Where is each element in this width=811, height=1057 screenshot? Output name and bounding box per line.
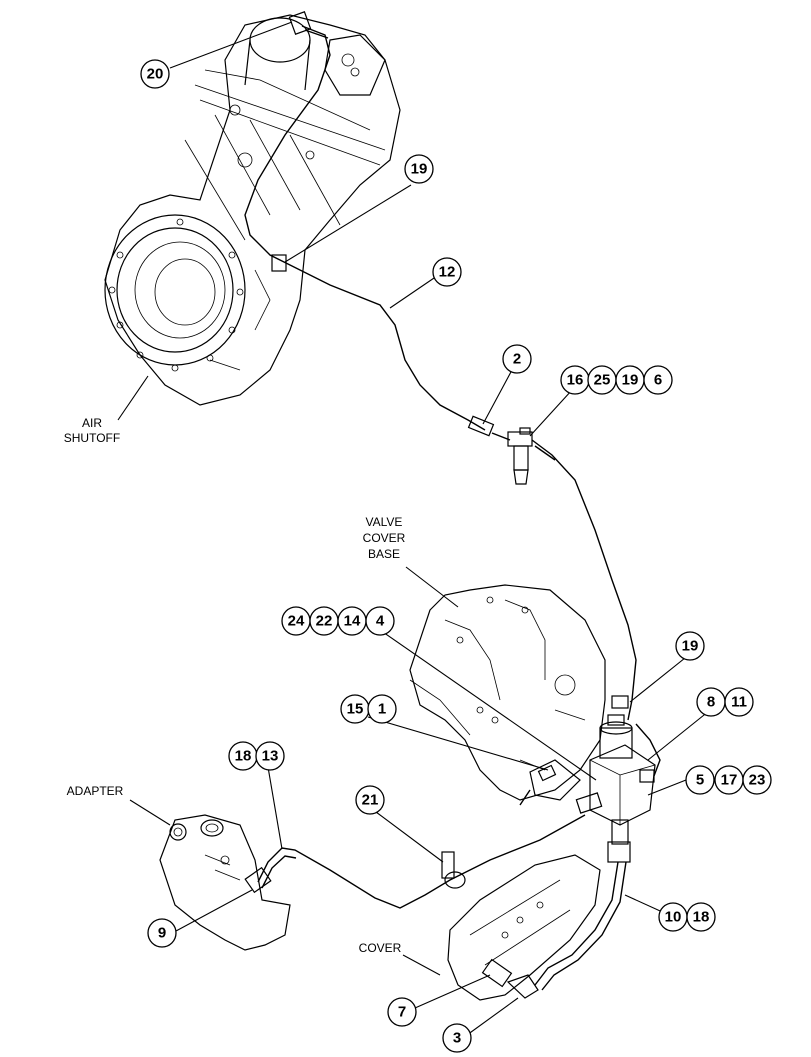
svg-text:25: 25 (594, 372, 611, 389)
svg-text:24: 24 (288, 613, 305, 630)
callout-14: 14 (337, 606, 367, 636)
svg-text:2: 2 (513, 351, 521, 368)
manifold-block (575, 714, 661, 863)
leader-lines (117, 21, 710, 1036)
svg-text:5: 5 (696, 772, 704, 789)
callout-10: 10 (658, 902, 688, 932)
callout-4: 4 (365, 606, 395, 636)
label-cover: COVER (359, 941, 402, 955)
svg-text:17: 17 (721, 772, 738, 789)
callout-19-top: 19 (404, 154, 434, 184)
label-adapter: ADAPTER (67, 784, 124, 798)
fitting-15-1 (519, 759, 581, 806)
valve-cover-base (409, 584, 606, 801)
tube-12 (244, 25, 486, 431)
callout-1: 1 (367, 694, 397, 724)
svg-text:11: 11 (731, 694, 747, 711)
svg-text:23: 23 (749, 772, 766, 789)
svg-text:20: 20 (147, 66, 164, 83)
callout-8: 8 (696, 687, 726, 717)
callout-17: 17 (714, 765, 744, 795)
clamp-21 (441, 851, 466, 889)
svg-text:22: 22 (316, 613, 333, 630)
svg-text:19: 19 (411, 161, 428, 178)
label-air-shutoff-line1: AIR (82, 416, 102, 430)
svg-text:21: 21 (362, 792, 379, 809)
svg-text:10: 10 (665, 909, 682, 926)
svg-text:1: 1 (378, 701, 386, 718)
tube-valve-to-manifold (531, 439, 637, 721)
callout-12: 12 (432, 257, 462, 287)
label-air-shutoff-line2: SHUTOFF (64, 431, 120, 445)
callout-21: 21 (355, 785, 385, 815)
air-shutoff-housing (104, 11, 401, 406)
component-labels: AIR SHUTOFF VALVE COVER BASE ADAPTER COV… (64, 416, 406, 955)
callout-3: 3 (442, 1023, 472, 1053)
tube-10-18 (534, 861, 627, 991)
svg-text:12: 12 (439, 264, 456, 281)
callout-23: 23 (742, 765, 772, 795)
callout-19-lower: 19 (675, 631, 705, 661)
svg-text:9: 9 (158, 925, 166, 942)
callout-2: 2 (502, 344, 532, 374)
svg-text:13: 13 (262, 748, 279, 765)
svg-text:18: 18 (235, 748, 252, 765)
fitting-2 (467, 415, 511, 441)
callouts: 20 19 12 2 16 25 19 6 (140, 59, 772, 1053)
callout-20: 20 (140, 59, 170, 89)
callout-6: 6 (643, 365, 673, 395)
label-valve-cover-line3: BASE (368, 547, 400, 561)
label-valve-cover-line2: COVER (363, 531, 406, 545)
callout-13: 13 (255, 741, 285, 771)
svg-text:19: 19 (622, 372, 639, 389)
svg-text:7: 7 (398, 1004, 406, 1021)
callout-18-lower: 18 (686, 902, 716, 932)
callout-7: 7 (387, 997, 417, 1027)
callout-9: 9 (147, 918, 177, 948)
adapter-body (159, 814, 291, 951)
svg-text:3: 3 (453, 1030, 461, 1047)
clamp-19-lower (611, 695, 629, 709)
callout-24: 24 (281, 606, 311, 636)
callout-11: 11 (724, 687, 754, 717)
svg-text:4: 4 (376, 613, 385, 630)
callout-18-upper: 18 (228, 741, 258, 771)
svg-text:14: 14 (344, 613, 361, 630)
callout-15: 15 (340, 694, 370, 724)
svg-text:18: 18 (693, 909, 710, 926)
callout-19-mid: 19 (615, 365, 645, 395)
callout-22: 22 (309, 606, 339, 636)
svg-text:6: 6 (654, 372, 662, 389)
label-valve-cover-line1: VALVE (366, 515, 403, 529)
svg-text:16: 16 (567, 372, 584, 389)
callout-25: 25 (587, 365, 617, 395)
callout-5: 5 (685, 765, 715, 795)
valve-tee (507, 427, 533, 485)
cover-body (447, 854, 601, 1001)
callout-16: 16 (560, 365, 590, 395)
svg-text:8: 8 (707, 694, 715, 711)
svg-text:19: 19 (682, 638, 699, 655)
svg-text:15: 15 (347, 701, 364, 718)
tube-13 (257, 814, 586, 909)
